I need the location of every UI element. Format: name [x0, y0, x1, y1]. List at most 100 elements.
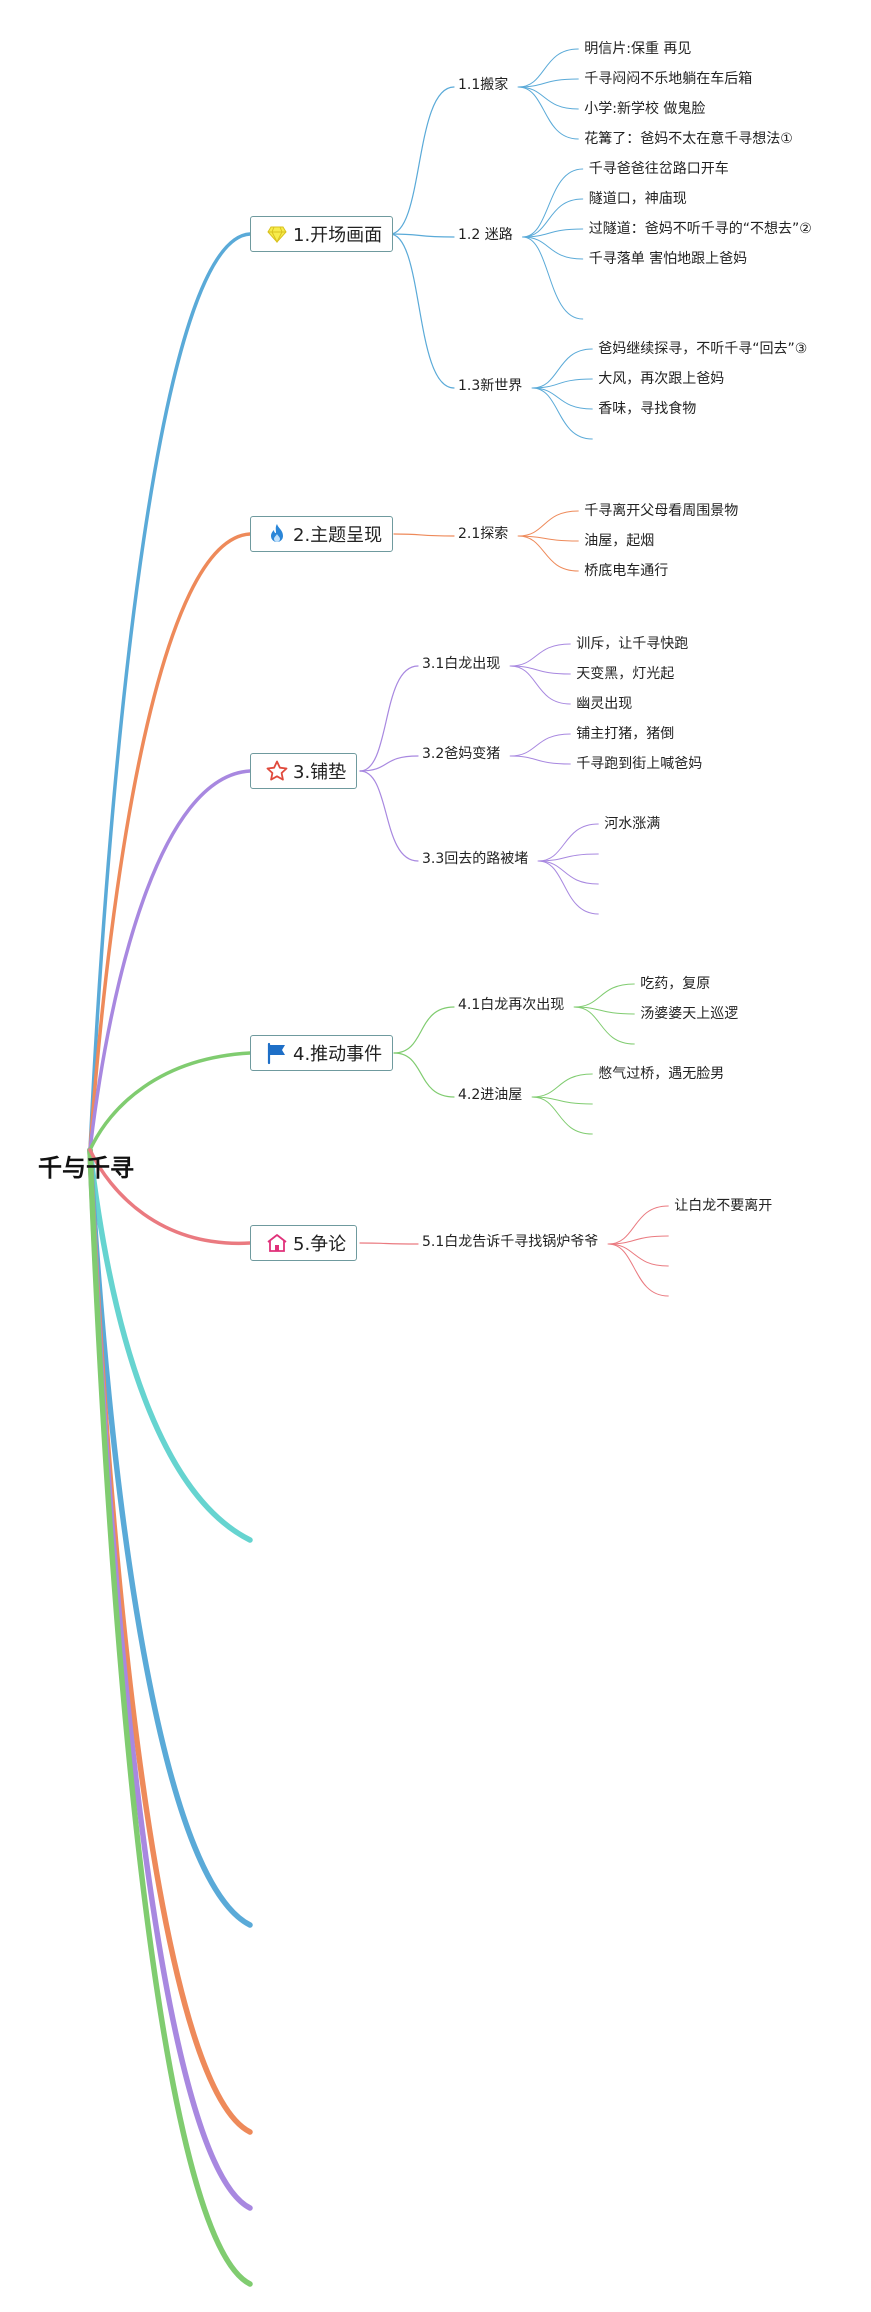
leaf-link-4-2-3 [531, 1096, 593, 1135]
leaf-5-1-1[interactable]: 让白龙不要离开 [674, 1198, 773, 1214]
leaf-link-5-1-4 [607, 1243, 669, 1297]
leaf-link-1-3-3 [531, 387, 593, 410]
leaf-link-4-1-2 [573, 1006, 635, 1015]
flag-icon-glyph [267, 1042, 285, 1065]
leaf-4-2-1[interactable]: 憋气过桥，遇无脸男 [598, 1066, 725, 1082]
subtopic-4-1[interactable]: 4.1白龙再次出现 [458, 997, 565, 1013]
sub-link-1-3 [389, 233, 455, 389]
leaf-link-3-1-2 [509, 665, 571, 675]
leaf-link-3-3-4 [537, 860, 599, 915]
subtopic-1-1[interactable]: 1.1搬家 [458, 77, 509, 93]
diamond-icon-glyph [267, 226, 287, 244]
leaf-link-3-3-1 [537, 823, 599, 862]
subtopic-1-2[interactable]: 1.2 迷路 [458, 227, 513, 243]
subtopic-4-2[interactable]: 4.2进油屋 [458, 1087, 523, 1103]
topic-2[interactable]: 2.主题呈现 [250, 516, 394, 552]
leaf-4-1-1[interactable]: 吃药，复原 [640, 976, 711, 992]
subtopic-3-2[interactable]: 3.2爸妈变猪 [422, 746, 501, 762]
leaf-link-1-1-1 [517, 48, 579, 88]
leaf-link-2-1-2 [517, 535, 579, 542]
diamond-icon [265, 222, 289, 246]
leaf-link-3-2-2 [509, 755, 571, 765]
subtopic-3-3[interactable]: 3.3回去的路被堵 [422, 851, 529, 867]
topic-link-5 [88, 1148, 252, 1245]
star-icon-glyph [266, 760, 288, 781]
fire-icon [265, 522, 289, 546]
leaf-link-5-1-3 [607, 1243, 669, 1267]
leaf-2-1-1[interactable]: 千寻离开父母看周围景物 [584, 503, 739, 519]
empty-branches [87, 1147, 253, 2287]
leaf-link-1-2-4 [522, 236, 584, 260]
star-icon [265, 759, 289, 783]
topic-label: 5.争论 [293, 1234, 347, 1255]
leaf-link-3-1-1 [509, 643, 571, 667]
leaf-link-1-1-2 [517, 78, 579, 88]
topic-link-2 [88, 532, 252, 1152]
leaf-1-3-3[interactable]: 香味，寻找食物 [598, 401, 697, 417]
subtopic-3-1[interactable]: 3.1白龙出现 [422, 656, 501, 672]
topic-link-1 [88, 232, 252, 1152]
leaf-3-2-1[interactable]: 铺主打猪，猪倒 [576, 726, 675, 742]
leaf-link-4-2-2 [531, 1096, 593, 1105]
leaf-link-1-3-2 [531, 378, 593, 389]
leaf-1-1-1[interactable]: 明信片:保重 再见 [584, 41, 692, 57]
leaf-link-5-1-2 [607, 1235, 669, 1245]
leaf-3-1-3[interactable]: 幽灵出现 [576, 696, 633, 712]
leaf-3-3-1[interactable]: 河水涨满 [604, 816, 661, 832]
leaf-1-1-3[interactable]: 小学:新学校 做鬼脸 [584, 101, 706, 117]
empty-branch-curve-5 [87, 1147, 253, 2287]
sub-link-4-2 [393, 1052, 455, 1098]
leaf-1-1-2[interactable]: 千寻闷闷不乐地躺在车后箱 [584, 71, 753, 87]
leaf-3-1-1[interactable]: 训斥，让千寻快跑 [576, 636, 689, 652]
sub-link-3-1 [359, 665, 419, 772]
leaf-1-2-3[interactable]: 过隧道：爸妈不听千寻的“不想去”② [588, 221, 812, 237]
home-icon [265, 1231, 289, 1255]
leaf-1-2-1[interactable]: 千寻爸爸往岔路口开车 [588, 161, 729, 177]
leaf-link-3-3-3 [537, 860, 599, 885]
sub-link-2-1 [393, 533, 455, 537]
leaf-link-2-1-1 [517, 510, 579, 537]
leaf-link-1-2-5 [522, 236, 584, 320]
sub-link-5-1 [359, 1242, 419, 1245]
leaf-2-1-3[interactable]: 桥底电车通行 [584, 563, 669, 579]
home-icon-glyph [267, 1234, 287, 1252]
sub-link-3-2 [359, 755, 419, 772]
sub-link-1-1 [389, 86, 455, 235]
topic-link-4 [88, 1051, 252, 1152]
links [88, 48, 669, 1297]
topic-4[interactable]: 4.推动事件 [250, 1035, 394, 1071]
topic-label: 2.主题呈现 [293, 525, 383, 546]
sub-link-4-1 [393, 1006, 455, 1054]
subtopic-1-3[interactable]: 1.3新世界 [458, 378, 523, 394]
leaf-1-1-4[interactable]: 花篝了：爸妈不太在意千寻想法① [584, 131, 793, 147]
root-topic[interactable]: 千与千寻 [38, 1154, 134, 1182]
leaf-link-1-3-1 [531, 348, 593, 389]
leaf-1-3-2[interactable]: 大风，再次跟上爸妈 [598, 371, 725, 387]
topic-label: 3.铺垫 [293, 762, 347, 783]
fire-icon-glyph [271, 524, 283, 542]
leaf-link-5-1-1 [607, 1205, 669, 1245]
empty-branch-curve-2 [87, 1147, 253, 1928]
subtopic-2-1[interactable]: 2.1探索 [458, 526, 509, 542]
leaf-link-4-1-1 [573, 983, 635, 1008]
subtopic-5-1[interactable]: 5.1白龙告诉千寻找锅炉爷爷 [422, 1234, 599, 1250]
leaf-3-1-2[interactable]: 天变黑，灯光起 [576, 666, 675, 682]
leaf-link-1-1-4 [517, 86, 579, 140]
leaf-3-2-2[interactable]: 千寻跑到街上喊爸妈 [576, 756, 703, 772]
topic-1[interactable]: 1.开场画面 [250, 216, 394, 252]
leaf-link-3-3-2 [537, 853, 599, 862]
leaf-1-3-1[interactable]: 爸妈继续探寻，不听千寻“回去”③ [598, 341, 808, 357]
leaf-4-1-2[interactable]: 汤婆婆天上巡逻 [640, 1006, 739, 1022]
leaf-2-1-2[interactable]: 油屋，起烟 [584, 533, 655, 549]
leaf-link-3-1-3 [509, 665, 571, 705]
leaf-link-1-2-2 [522, 198, 584, 238]
flag-icon [265, 1041, 289, 1065]
sub-link-3-3 [359, 770, 419, 862]
sub-link-1-2 [389, 233, 455, 238]
leaf-1-2-4[interactable]: 千寻落单 害怕地跟上爸妈 [588, 251, 748, 267]
leaf-1-2-2[interactable]: 隧道口，神庙现 [588, 191, 687, 207]
topic-3[interactable]: 3.铺垫 [250, 753, 358, 789]
topic-5[interactable]: 5.争论 [250, 1225, 358, 1261]
empty-branch-curve-4 [87, 1147, 253, 2211]
